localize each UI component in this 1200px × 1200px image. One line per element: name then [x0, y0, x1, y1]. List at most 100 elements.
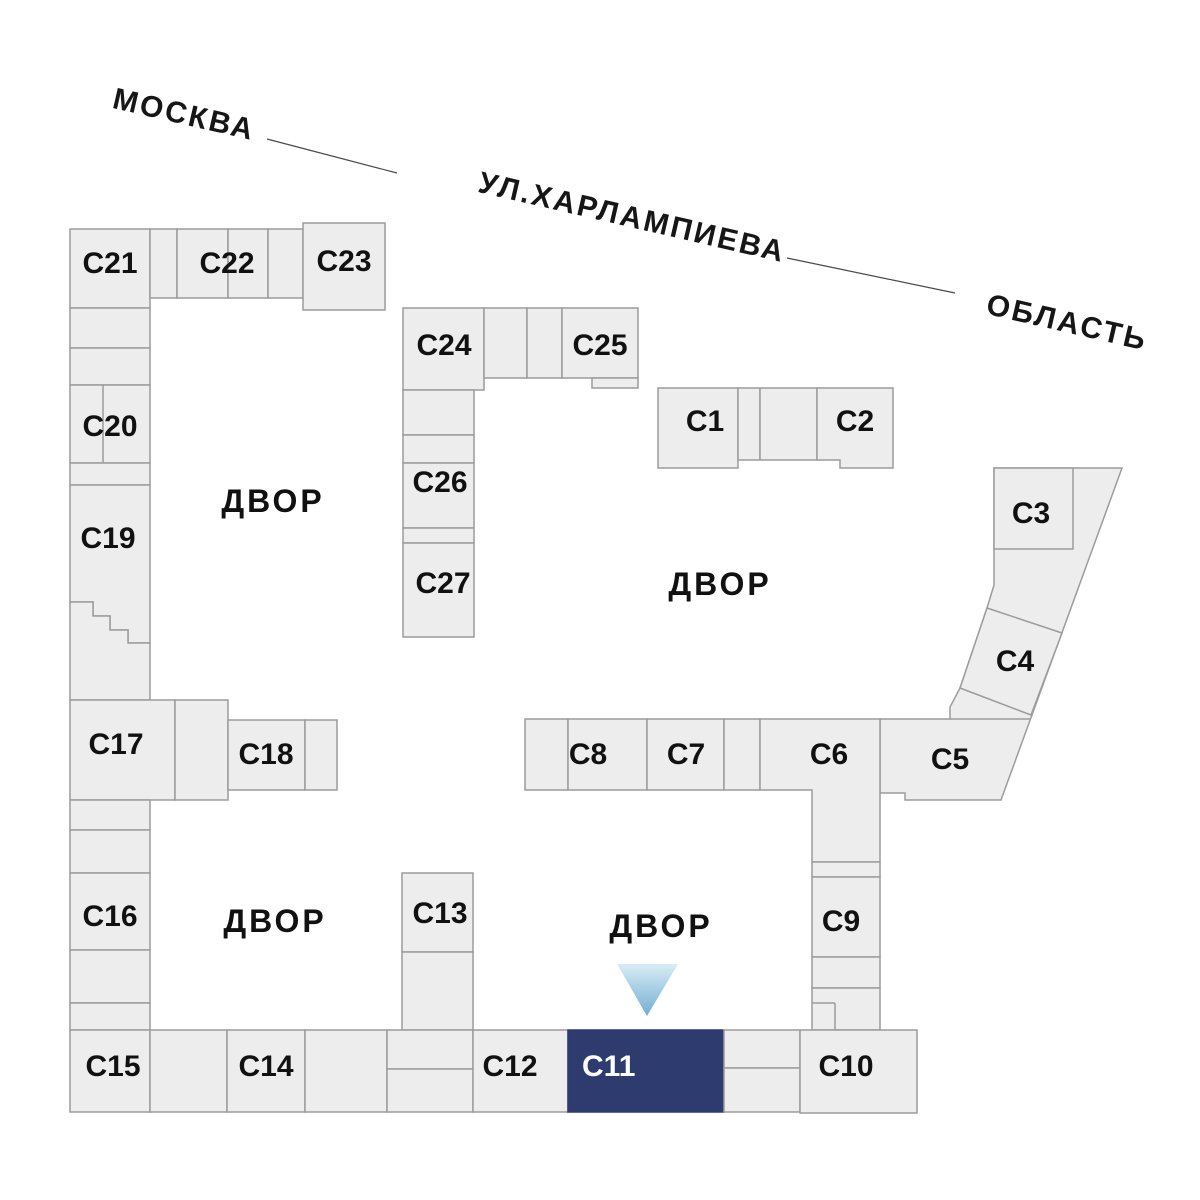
- building-c7[interactable]: [646, 718, 725, 791]
- building-c1[interactable]: [657, 387, 739, 469]
- building-section: [401, 951, 474, 1031]
- building-label: С26: [412, 466, 467, 499]
- building-section: [811, 956, 881, 989]
- building-section: [386, 1068, 474, 1113]
- building-label: С16: [82, 900, 137, 933]
- building-c10[interactable]: [799, 1029, 918, 1114]
- building-section: [811, 987, 881, 1031]
- building-c16[interactable]: [69, 872, 151, 951]
- building-section: [723, 718, 761, 791]
- building-section: [69, 307, 151, 349]
- building-c11-selected[interactable]: [567, 1029, 725, 1113]
- building-label: С4: [996, 645, 1035, 678]
- selected-marker-icon: [617, 964, 678, 1016]
- building-c20[interactable]: [69, 384, 151, 464]
- building-c2[interactable]: [816, 387, 894, 469]
- building-c24[interactable]: [402, 307, 485, 391]
- building-section: [69, 799, 151, 831]
- building-label: С20: [82, 410, 137, 443]
- building-section: [69, 829, 151, 874]
- building-label: С9: [822, 905, 860, 938]
- courtyard-label: ДВОР: [223, 903, 326, 939]
- building-section: [69, 949, 151, 1004]
- building-c8[interactable]: [567, 718, 648, 791]
- block-c13: С13: [401, 872, 474, 1031]
- building-section: [69, 1002, 151, 1031]
- building-section: [402, 434, 475, 464]
- building-section: [723, 1067, 801, 1113]
- building-section: [759, 387, 818, 461]
- building-label: С8: [569, 738, 607, 771]
- building-label: С2: [836, 405, 874, 438]
- building-section: [402, 389, 475, 436]
- building-section: [304, 1029, 388, 1113]
- building-c3[interactable]: [993, 467, 1074, 550]
- courtyard-label: ДВОР: [609, 908, 712, 944]
- selected-building-label: С11: [582, 1050, 635, 1083]
- building-label: С22: [199, 247, 254, 280]
- building-label: С24: [416, 329, 471, 362]
- building-label: С14: [238, 1050, 293, 1083]
- building-section: [304, 719, 338, 791]
- building-c17[interactable]: [69, 699, 176, 801]
- courtyard-label: ДВОР: [668, 566, 771, 602]
- building-label: С5: [931, 743, 969, 776]
- building-label: С10: [818, 1050, 873, 1083]
- street-divider-line: [786, 257, 956, 294]
- building-c27[interactable]: [402, 542, 475, 638]
- building-label: С13: [412, 897, 467, 930]
- building-c26[interactable]: [402, 462, 475, 529]
- building-c21[interactable]: [69, 228, 151, 309]
- building-label: С21: [82, 247, 137, 280]
- block-c1-c2: С1 С2: [657, 387, 894, 469]
- building-c14[interactable]: [226, 1029, 306, 1113]
- building-label: С7: [667, 738, 705, 771]
- block-northwest: С21 С22 С23: [69, 222, 386, 311]
- building-c22[interactable]: [176, 228, 229, 299]
- building-c18[interactable]: [227, 719, 306, 791]
- building-c23[interactable]: [302, 222, 386, 311]
- building-section: [69, 462, 151, 486]
- building-label: С15: [85, 1050, 140, 1083]
- building-label: С19: [80, 522, 135, 555]
- block-west: С20 С19 С17 С18 С16: [69, 307, 338, 1031]
- street-label-kharlampieva: УЛ.ХАРЛАМПИЕВА: [475, 166, 789, 269]
- building-label: С25: [572, 329, 627, 362]
- building-section: [526, 307, 563, 379]
- building-label: С6: [810, 738, 848, 771]
- building-section: [483, 307, 528, 379]
- building-label: С12: [482, 1050, 537, 1083]
- street-label-oblast: ОБЛАСТЬ: [983, 288, 1151, 357]
- building-section: [723, 1029, 801, 1069]
- building-label: С1: [686, 405, 724, 438]
- building-section: [386, 1029, 474, 1070]
- building-section: [267, 228, 304, 299]
- street-divider-line: [266, 138, 398, 174]
- block-east-strip: С3 С4 С5: [879, 467, 1124, 801]
- courtyard-label: ДВОР: [221, 483, 324, 519]
- courtyard-labels: ДВОР ДВОР ДВОР ДВОР: [221, 483, 771, 944]
- building-section: [811, 861, 881, 878]
- building-c4[interactable]: [959, 607, 1063, 716]
- block-north-middle: С24 С25 С26 С27: [402, 307, 639, 638]
- building-c12[interactable]: [472, 1029, 569, 1113]
- building-c25[interactable]: [561, 307, 639, 379]
- building-section: [149, 228, 178, 299]
- building-label: С17: [88, 728, 143, 761]
- building-section: [149, 1029, 228, 1113]
- block-south-row: С15 С14 С12 С11 С10: [69, 1029, 918, 1114]
- building-section: [174, 699, 229, 801]
- building-section: [69, 347, 151, 386]
- building-label: С27: [415, 567, 470, 600]
- street-label-moscow: МОСКВА: [110, 82, 259, 147]
- building-label: С18: [238, 738, 293, 771]
- building-section: [524, 718, 569, 791]
- building-section: [737, 387, 761, 461]
- building-c9[interactable]: [811, 876, 881, 958]
- block-middle-band: С8 С7 С6 С9: [524, 718, 881, 1031]
- building-c13[interactable]: [401, 872, 474, 953]
- building-label: С23: [316, 245, 371, 278]
- building-section: [402, 527, 475, 544]
